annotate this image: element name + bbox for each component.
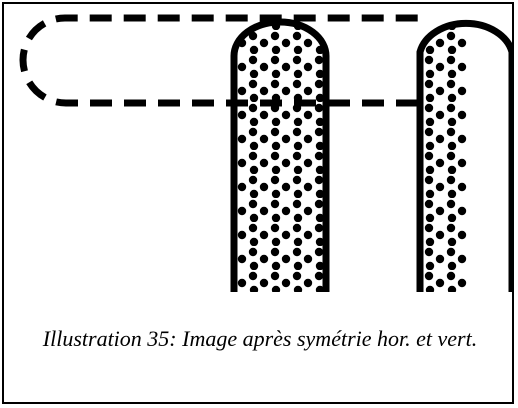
- column-left-outline: [230, 18, 330, 292]
- column-right-outline: [416, 19, 514, 292]
- dotted-column-right: [420, 19, 468, 292]
- dotted-column-left: [234, 22, 326, 292]
- dashed-loop-shape: [19, 14, 418, 107]
- illustration-figure: [19, 14, 514, 292]
- figure-caption: Illustration 35: Image après symétrie ho…: [42, 326, 478, 351]
- illustration-frame: Illustration 35: Image après symétrie ho…: [2, 2, 514, 404]
